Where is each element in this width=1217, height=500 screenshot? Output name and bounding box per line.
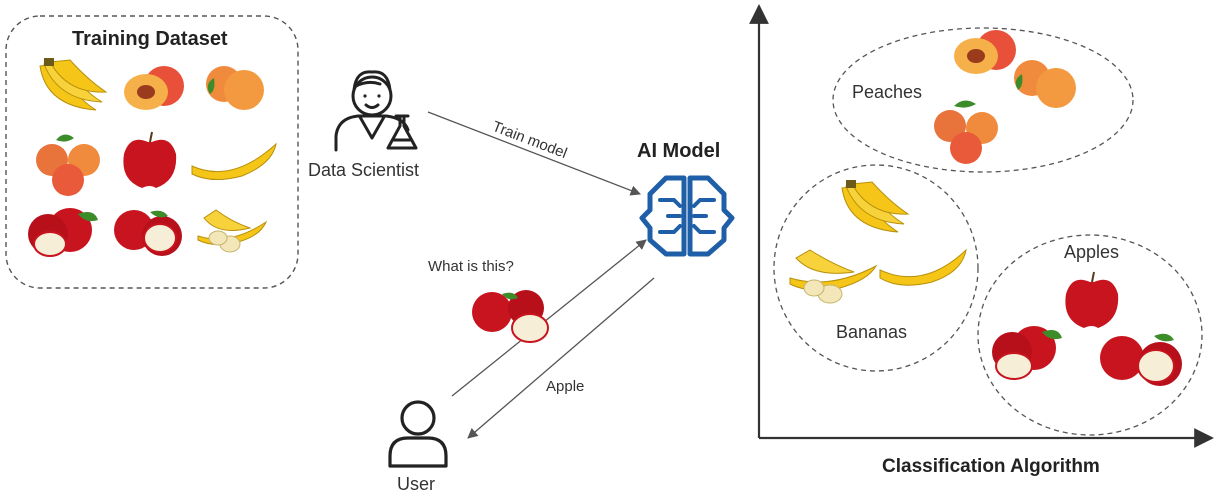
data-scientist-label: Data Scientist: [308, 160, 420, 180]
peach-half-icon: [124, 66, 184, 110]
banana-bunch-icon: [841, 180, 910, 233]
banana-slices-icon: [789, 249, 878, 304]
query-apples-icon: [472, 290, 549, 343]
train-model-arrow: [427, 111, 641, 196]
bananas-cluster-label: Bananas: [836, 322, 908, 342]
query-question-label: What is this?: [428, 258, 514, 275]
apples-icon: [1100, 333, 1182, 386]
ai-model-title: AI Model: [637, 140, 721, 162]
apples-icon: [114, 210, 182, 256]
peaches-cluster: [832, 27, 1134, 173]
banana-icon: [191, 142, 277, 180]
ai-model-brain-icon: [639, 175, 735, 257]
banana-icon: [879, 248, 967, 286]
apple-icon: [123, 131, 177, 188]
peaches-icon: [1014, 60, 1076, 108]
apples-cluster: [977, 234, 1203, 436]
peaches-icon: [36, 134, 100, 196]
training-dataset-box: [5, 15, 299, 289]
peaches-icon: [934, 100, 998, 164]
peach-half-icon: [954, 30, 1016, 74]
peaches-icon: [206, 66, 264, 110]
apple-icon: [1065, 271, 1119, 328]
answer-arrow: [467, 277, 655, 439]
apples-icon: [992, 326, 1062, 380]
classification-algorithm-title: Classification Algorithm: [882, 456, 1100, 477]
apples-icon: [28, 208, 98, 257]
bananas-cluster: [773, 164, 979, 372]
user-icon: [388, 400, 448, 468]
banana-slices-icon: [197, 209, 268, 253]
banana-bunch-icon: [39, 58, 108, 111]
apples-cluster-label: Apples: [1064, 242, 1120, 262]
user-label: User: [397, 474, 436, 494]
data-scientist-icon: [334, 70, 418, 152]
answer-label: Apple: [546, 378, 585, 395]
training-dataset-title: Training Dataset: [72, 28, 228, 50]
query-arrow: [451, 239, 647, 397]
peaches-cluster-label: Peaches: [852, 82, 923, 102]
